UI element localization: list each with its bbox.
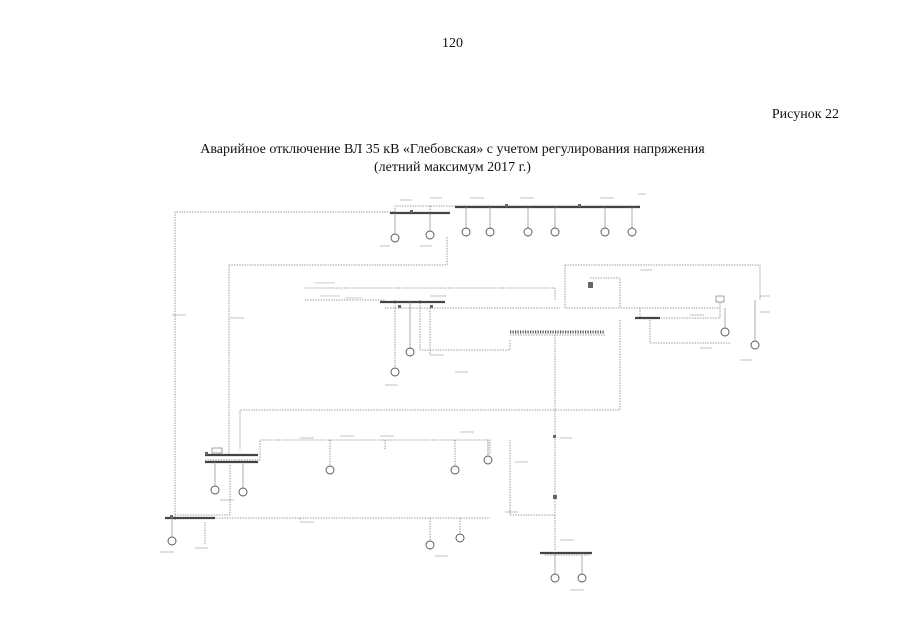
page-number: 120 (442, 36, 463, 51)
generators (167, 227, 760, 583)
caption-line-2: (летний максимум 2017 г.) (374, 160, 531, 175)
caption-line-1: Аварийное отключение ВЛ 35 кВ «Глебовска… (200, 142, 705, 157)
trunk-lines (174, 205, 761, 556)
generator-feeders (171, 207, 756, 574)
switches (170, 204, 725, 518)
figure-label: Рисунок 22 (771, 107, 839, 122)
figure-caption: Аварийное отключение ВЛ 35 кВ «Глебовска… (0, 141, 905, 177)
busbars (165, 205, 660, 555)
annotation-marks (160, 193, 770, 591)
